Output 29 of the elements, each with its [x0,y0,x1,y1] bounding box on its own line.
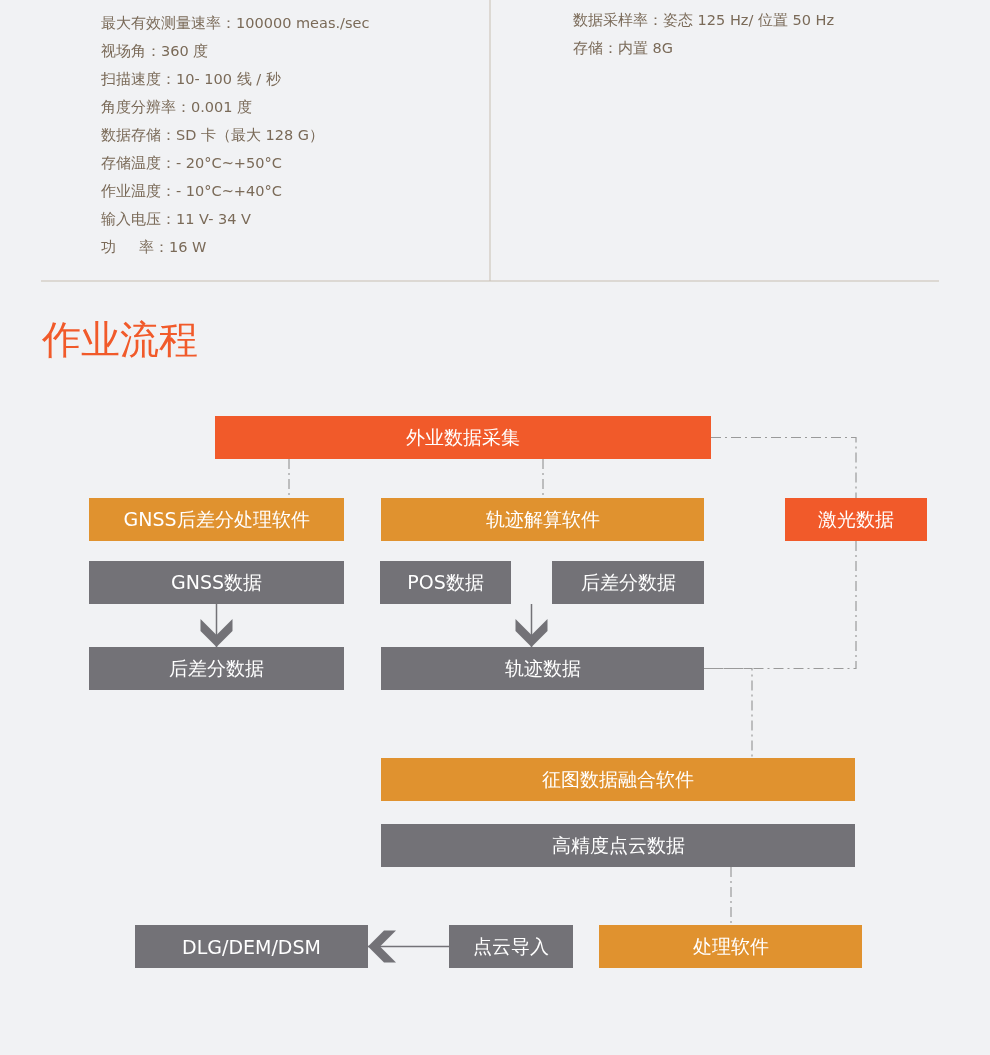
spec-text: 数据采样率：姿态 125 Hz/ 位置 50 Hz [573,11,835,30]
spec-text: 角度分辨率：0.001 度 [101,98,253,117]
software-box: GNSS后差分处理软件 [89,498,344,541]
data-box: 高精度点云数据 [381,824,855,867]
spec-text: 最大有效测量速率：100000 meas./sec [101,14,370,33]
data-box: POS数据 [380,561,511,604]
spec-text: 扫描速度：10- 100 线 / 秒 [101,70,281,89]
data-box: DLG/DEM/DSM [135,925,368,968]
data-box: 轨迹数据 [381,647,704,690]
spec-text: 存储：内置 8G [573,39,674,58]
spec-text: 数据存储：SD 卡（最大 128 G） [101,126,325,145]
spec-text: 功 率：16 W [101,238,207,257]
step-box: 外业数据采集 [215,416,711,459]
section-heading: 作业流程 [42,316,198,364]
data-box: 点云导入 [449,925,573,968]
spec-text: 存储温度：- 20°C~+50°C [101,154,282,173]
connector-line [703,667,753,759]
software-box: 处理软件 [599,925,862,968]
software-box: 轨迹解算软件 [381,498,704,541]
step-box: 激光数据 [785,498,927,541]
connector-line [730,866,732,926]
data-box: 后差分数据 [552,561,704,604]
spec-text: 视场角：360 度 [101,42,209,61]
software-box: 征图数据融合软件 [381,758,855,801]
data-box: 后差分数据 [89,647,344,690]
spec-text: 输入电压：11 V- 34 V [101,210,251,229]
spec-text: 作业温度：- 10°C~+40°C [101,182,282,201]
data-box: GNSS数据 [89,561,344,604]
connector-line [710,436,857,499]
